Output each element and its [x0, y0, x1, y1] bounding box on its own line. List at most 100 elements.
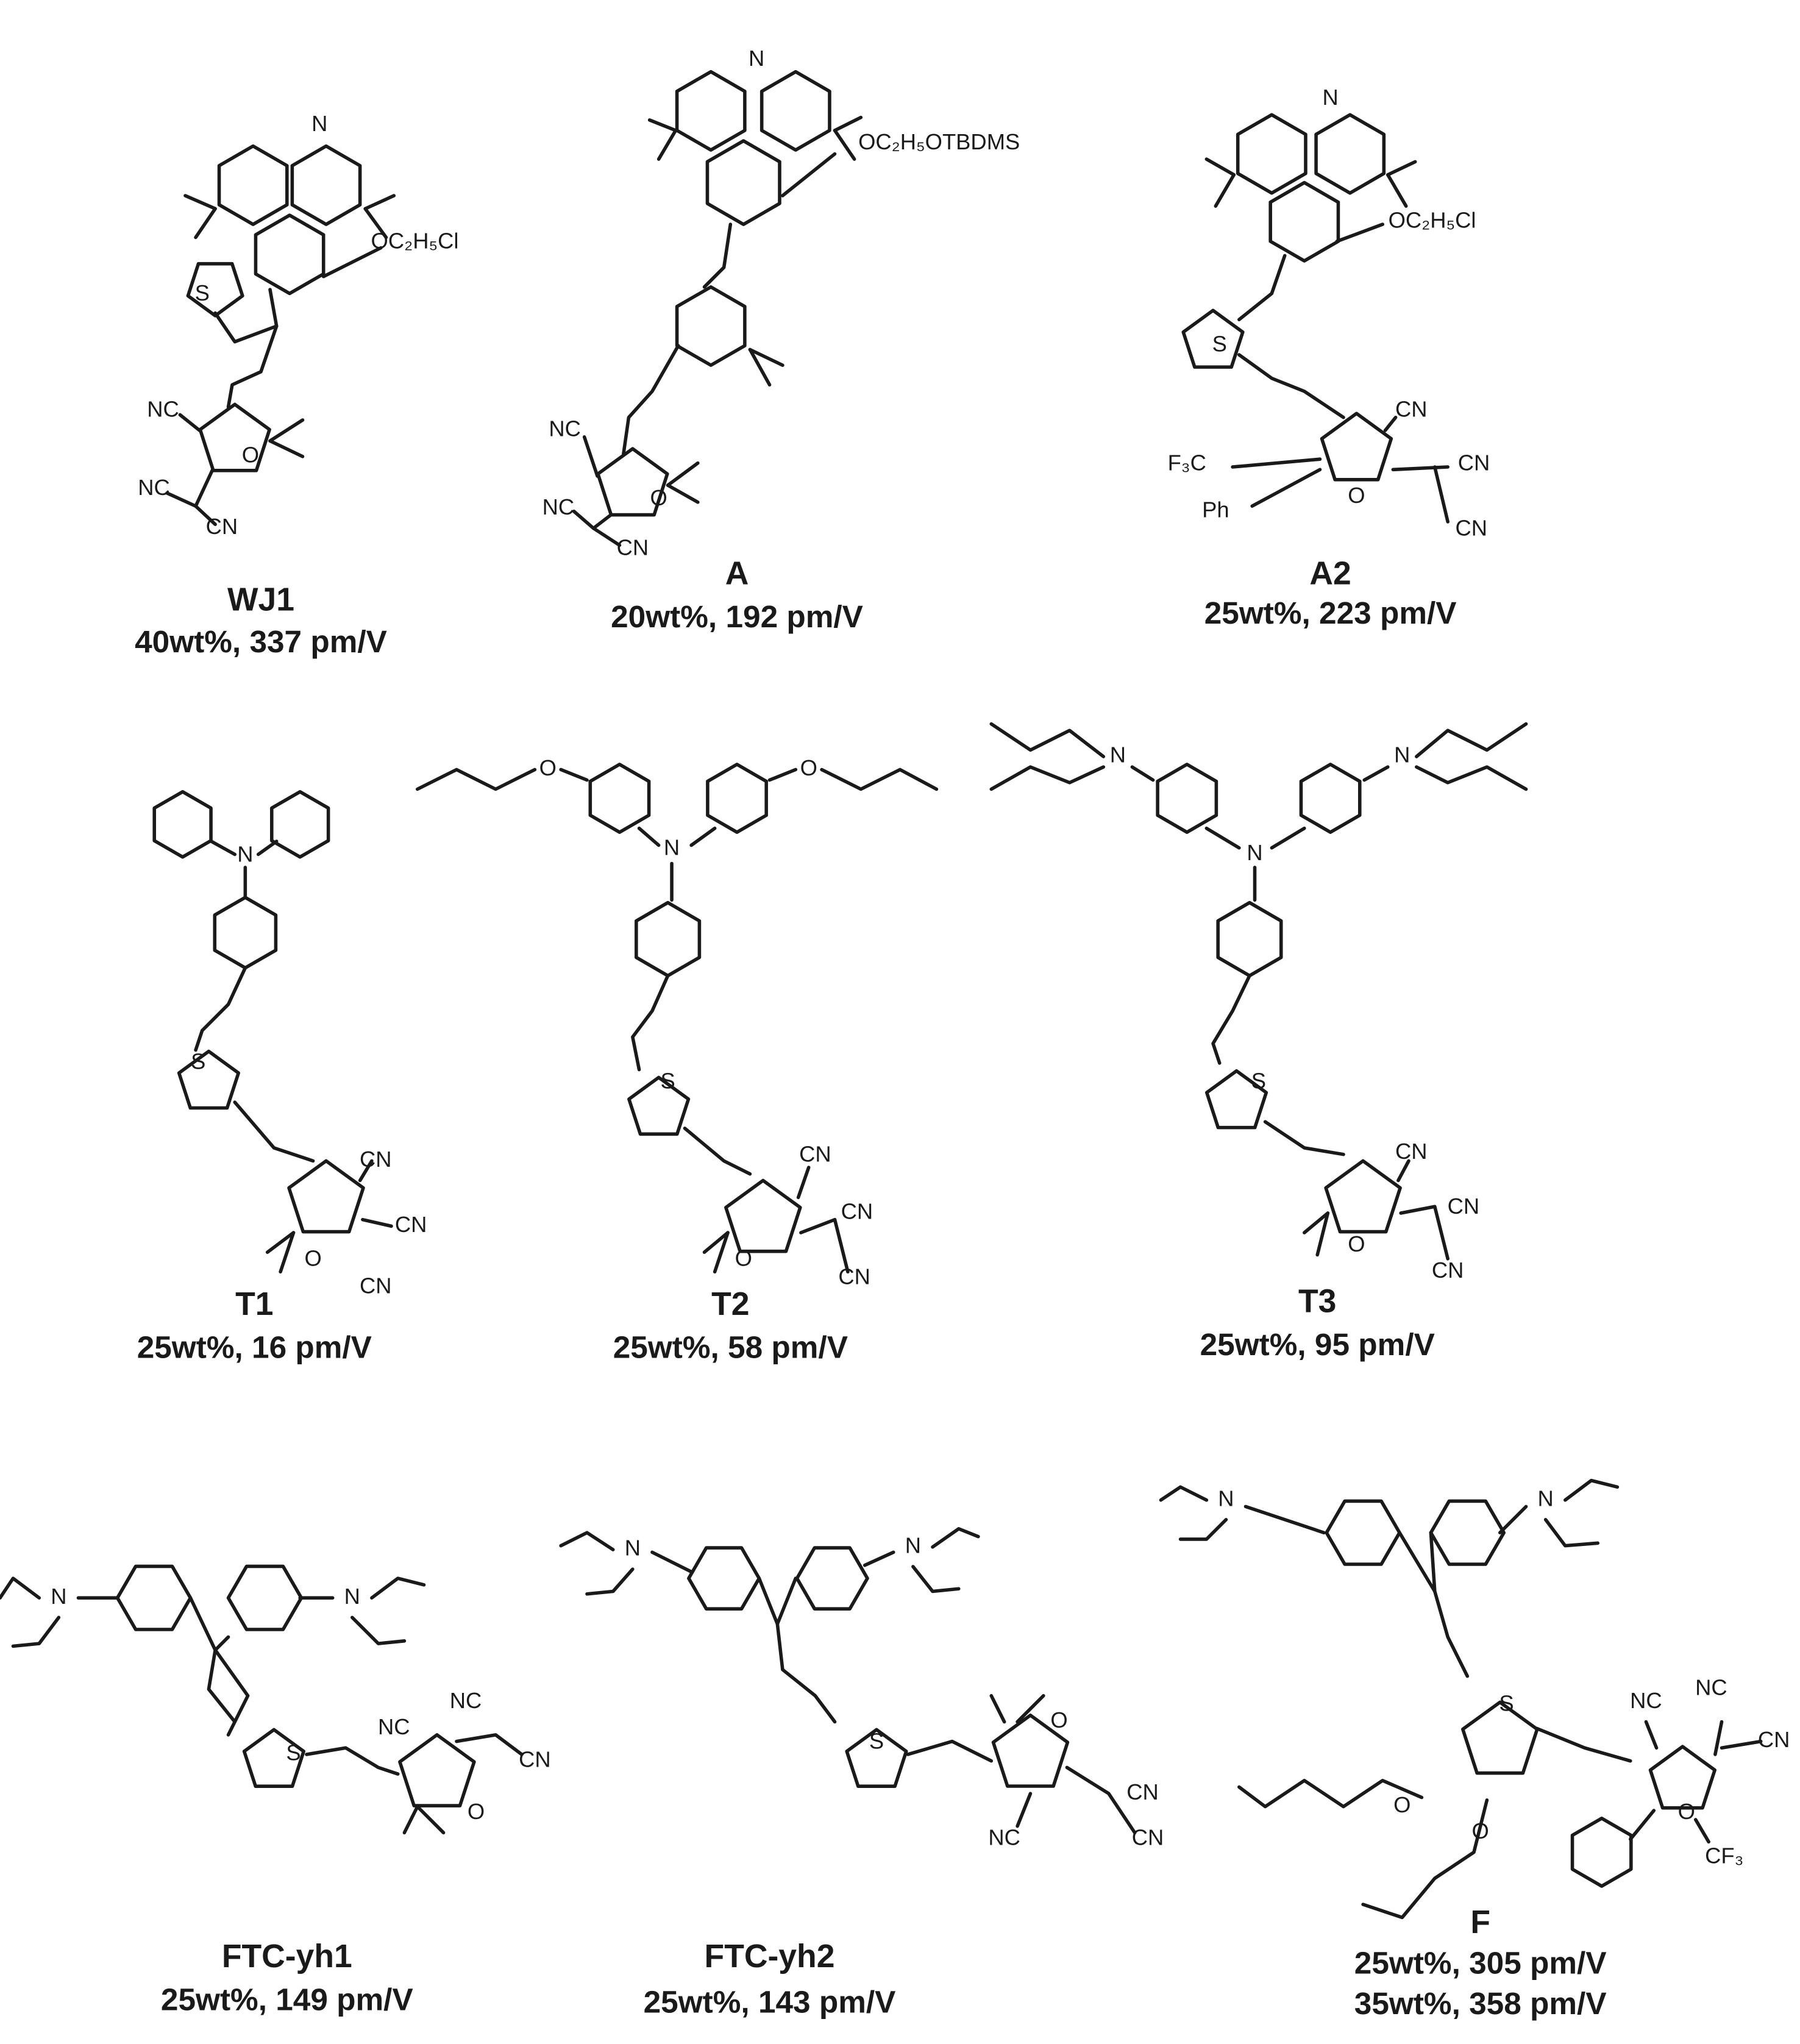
- benzene-ring: [115, 1564, 193, 1631]
- benzene-ring: [213, 896, 278, 970]
- bond-chain: [647, 118, 678, 132]
- bond-chain: [650, 1550, 693, 1574]
- bond-chain: [321, 246, 383, 279]
- bond-chain: [363, 194, 396, 211]
- bond-chain: [1178, 1518, 1228, 1541]
- atom-label: NC: [147, 397, 179, 422]
- bond-chain: [820, 767, 939, 791]
- atom-label: O: [242, 443, 259, 468]
- benzene-ring: [290, 144, 362, 226]
- bond-chain: [1534, 1726, 1632, 1763]
- bond-chain: [1335, 223, 1384, 243]
- atom-label: S: [1212, 332, 1227, 357]
- atom-label: O: [800, 755, 817, 780]
- atom-label: N: [625, 1536, 641, 1561]
- five-membered-ring: [1461, 1700, 1539, 1775]
- bond-chain: [350, 1615, 407, 1645]
- bond-chain: [1237, 1778, 1424, 1809]
- atom-label: CN: [1132, 1825, 1164, 1850]
- bond-chain: [256, 839, 279, 856]
- bond-chain: [713, 1231, 730, 1274]
- five-membered-ring: [724, 1178, 802, 1253]
- benzene-ring: [705, 139, 781, 226]
- bond-chain: [1130, 765, 1155, 782]
- compound-caption: 25wt%, 143 pm/V: [644, 1985, 896, 2020]
- bond-chain: [305, 1746, 400, 1776]
- bond-chain: [631, 974, 670, 1072]
- bond-chain: [748, 347, 772, 387]
- bond-chain: [666, 461, 700, 487]
- bond-chain: [268, 439, 305, 458]
- atom-label: NC: [988, 1825, 1020, 1850]
- atom-label: CN: [1126, 1779, 1159, 1804]
- compound-name: T2: [711, 1286, 749, 1322]
- benzene-ring: [269, 790, 330, 859]
- bond-chain: [559, 1531, 615, 1551]
- compound-caption: 35wt%, 358 pm/V: [1354, 1986, 1607, 2021]
- bond-chain: [361, 1217, 393, 1228]
- atom-label: CN: [838, 1264, 870, 1289]
- atom-label: OC₂H₅OTBDMS: [858, 129, 1020, 154]
- compound-name: T3: [1298, 1284, 1336, 1320]
- bond-chain: [559, 767, 589, 782]
- benzene-ring: [675, 285, 747, 367]
- bond-chain: [1270, 826, 1306, 850]
- molecule-t1: N S CN CN O CN T1 25wt%, 16 pm/V: [137, 841, 427, 1364]
- bond-chain: [833, 1217, 850, 1274]
- bond-chain: [1065, 1765, 1137, 1835]
- benzene-ring: [1429, 1499, 1506, 1566]
- atom-label: CN: [799, 1141, 831, 1166]
- bond-chain: [582, 435, 599, 478]
- molecule-ftc-yh2: N N S O CN NC CN FTC-yh2 25wt%, 143 pm/V: [625, 1533, 1164, 2019]
- atom-label: Ph: [1202, 497, 1229, 522]
- benzene-ring: [1156, 763, 1218, 834]
- bond-chain: [702, 223, 733, 289]
- bond-chain: [591, 526, 622, 547]
- atom-label: S: [195, 280, 210, 305]
- compound-caption: 25wt%, 16 pm/V: [137, 1330, 372, 1364]
- five-membered-ring: [1181, 308, 1245, 369]
- compound-caption: 25wt%, 305 pm/V: [1354, 1945, 1607, 1980]
- compound-name: A: [725, 556, 749, 592]
- bond-chain: [1433, 1589, 1470, 1678]
- atom-label: CN: [1395, 397, 1428, 422]
- bond-chain: [656, 129, 678, 161]
- bond-chain: [1399, 1205, 1437, 1215]
- compound-name: F: [1470, 1904, 1490, 1940]
- atom-label: F₃C: [1168, 450, 1206, 475]
- atom-label: CN: [519, 1747, 551, 1772]
- atom-label: O: [1393, 1792, 1410, 1817]
- benzene-ring: [1299, 763, 1362, 834]
- atom-label: O: [1678, 1799, 1695, 1824]
- benzene-ring: [1570, 1817, 1633, 1888]
- five-membered-ring: [1320, 411, 1393, 482]
- bond-chain: [1386, 160, 1417, 177]
- benzene-ring: [1236, 113, 1307, 195]
- bond-chain: [455, 1733, 524, 1756]
- bond-chain: [358, 1159, 374, 1183]
- compound-caption: 25wt%, 223 pm/V: [1204, 596, 1457, 630]
- compound-name: FTC-yh2: [705, 1939, 835, 1975]
- bond-chain: [989, 1693, 1006, 1724]
- benzene-ring: [687, 1546, 761, 1611]
- atom-label: CN: [1448, 1194, 1480, 1219]
- compound-name: FTC-yh1: [222, 1939, 352, 1975]
- bond-chain: [1016, 1792, 1033, 1828]
- molecule-ftc-yh1: N N S NC NC CN O FTC-yh1 25wt%, 149 pm/V: [51, 1584, 550, 2017]
- atom-label: O: [1472, 1818, 1489, 1843]
- compound-caption: 25wt%, 149 pm/V: [161, 1982, 413, 2017]
- atom-label: NC: [542, 494, 575, 519]
- atom-label: O: [735, 1246, 752, 1271]
- bond-chain: [213, 288, 279, 344]
- bond-chain: [1211, 974, 1251, 1065]
- benzene-ring: [1216, 900, 1283, 978]
- atom-label: CN: [1432, 1258, 1464, 1283]
- benzene-ring: [759, 69, 831, 152]
- molecule-f: N N S NC NC CN O O O CF₃ F 25wt%, 305 pm…: [1218, 1486, 1790, 2020]
- bond-chain: [757, 1576, 798, 1626]
- bond-chain: [989, 765, 1106, 791]
- bond-chain: [1433, 465, 1450, 524]
- bond-chain: [1016, 1693, 1045, 1724]
- bond-chain: [833, 129, 856, 161]
